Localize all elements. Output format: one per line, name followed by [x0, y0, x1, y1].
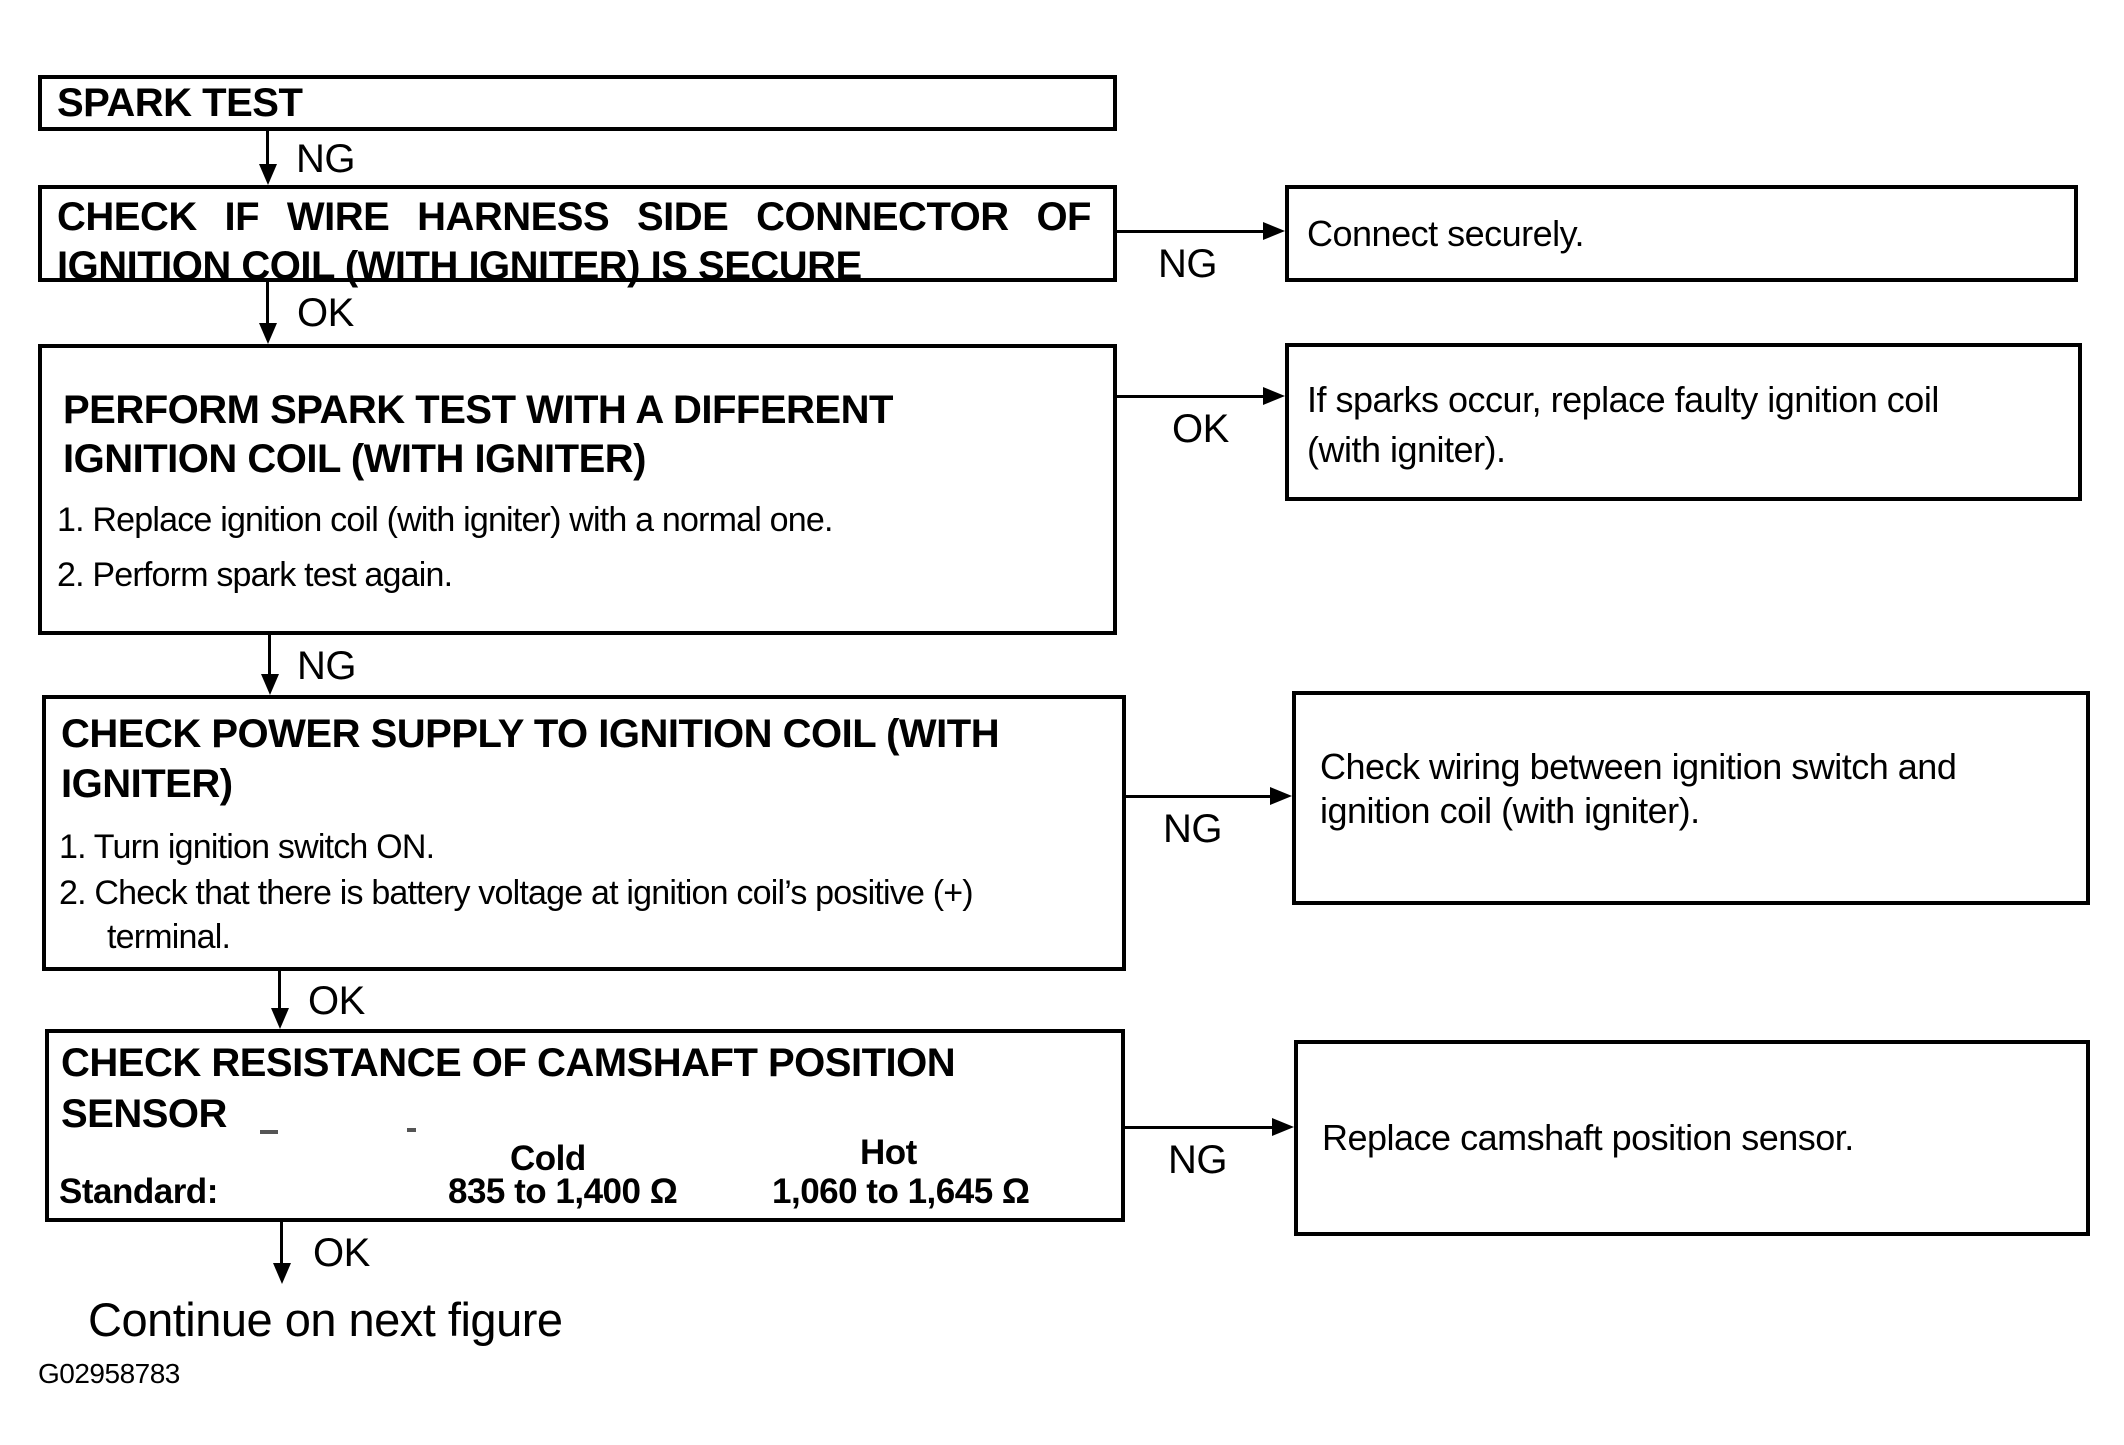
result-text: Replace camshaft position sensor.: [1322, 1117, 1854, 1158]
step-title-line1: CHECK POWER SUPPLY TO IGNITION COIL (WIT…: [61, 712, 1000, 756]
step-instruction: 2. Perform spark test again.: [57, 556, 453, 594]
result-box-replace-faulty-coil: If sparks occur, replace faulty ignition…: [1285, 343, 2082, 501]
step-title-line2: IGNITION COIL (WITH IGNITER): [63, 437, 646, 481]
arrow-perform-to-result: [1117, 395, 1263, 398]
arrow-power-to-resistance: [278, 971, 281, 1009]
arrowhead-down-icon: [259, 323, 277, 344]
step-box-check-connector: CHECK IF WIRE HARNESS SIDE CONNECTOR OF …: [38, 185, 1117, 288]
arrow-connector-to-perform: [266, 282, 269, 324]
step-title-line1: CHECK RESISTANCE OF CAMSHAFT POSITION: [61, 1041, 956, 1085]
step-title-line2: IGNITION COIL (WITH IGNITER) IS SECURE: [57, 244, 862, 288]
edge-label-ok: OK: [308, 979, 365, 1023]
result-text-line1: If sparks occur, replace faulty ignition…: [1307, 379, 1939, 420]
figure-code: G02958783: [38, 1358, 180, 1389]
result-text-line2: ignition coil (with igniter).: [1320, 790, 1700, 831]
result-box-replace-sensor: Replace camshaft position sensor.: [1294, 1040, 2090, 1236]
step-instruction: 2. Check that there is battery voltage a…: [59, 874, 974, 912]
edge-label-ok: OK: [297, 291, 354, 335]
column-header-hot: Hot: [860, 1133, 917, 1172]
edge-label-ng: NG: [1158, 242, 1218, 286]
arrow-resistance-to-continue: [280, 1222, 283, 1264]
arrowhead-down-icon: [261, 674, 279, 695]
result-text-line1: Check wiring between ignition switch and: [1320, 746, 1957, 787]
step-title-line1: PERFORM SPARK TEST WITH A DIFFERENT: [63, 388, 893, 432]
cold-resistance-value: 835 to 1,400 Ω: [448, 1172, 678, 1211]
arrowhead-down-icon: [273, 1263, 291, 1284]
standard-label: Standard:: [59, 1172, 218, 1211]
step-box-check-power-supply: CHECK POWER SUPPLY TO IGNITION COIL (WIT…: [42, 695, 1126, 971]
arrow-resistance-to-result: [1125, 1126, 1272, 1129]
arrow-perform-to-power: [268, 635, 271, 675]
arrowhead-down-icon: [259, 164, 277, 185]
step-box-perform-spark-test: PERFORM SPARK TEST WITH A DIFFERENT IGNI…: [38, 344, 1117, 635]
arrowhead-right-icon: [1272, 1118, 1294, 1136]
step-box-check-resistance: CHECK RESISTANCE OF CAMSHAFT POSITION SE…: [45, 1029, 1125, 1222]
edge-label-ok: OK: [1172, 407, 1229, 451]
step-title-line2: SENSOR: [61, 1092, 227, 1136]
step-title-line1: CHECK IF WIRE HARNESS SIDE CONNECTOR OF: [57, 195, 1092, 239]
hot-resistance-value: 1,060 to 1,645 Ω: [772, 1172, 1030, 1211]
step-title: SPARK TEST: [57, 80, 303, 125]
arrowhead-right-icon: [1263, 222, 1285, 240]
edge-label-ok: OK: [313, 1231, 370, 1275]
arrow-spark-to-connector: [266, 131, 269, 167]
arrow-connector-to-result: [1117, 230, 1263, 233]
edge-label-ng: NG: [297, 644, 357, 688]
step-instruction: 1. Turn ignition switch ON.: [59, 828, 435, 866]
erased-text-artifact-dash: [260, 1130, 278, 1134]
edge-label-ng: NG: [296, 137, 356, 181]
step-instruction: 1. Replace ignition coil (with igniter) …: [57, 501, 833, 539]
arrow-power-to-result: [1126, 795, 1270, 798]
arrowhead-down-icon: [271, 1008, 289, 1029]
result-box-connect-securely: Connect securely.: [1285, 185, 2078, 282]
step-box-spark-test: SPARK TEST: [38, 75, 1117, 131]
arrowhead-right-icon: [1263, 387, 1285, 405]
edge-label-ng: NG: [1168, 1138, 1228, 1182]
result-box-check-wiring: Check wiring between ignition switch and…: [1292, 691, 2090, 905]
result-text: Connect securely.: [1307, 212, 1584, 254]
arrowhead-right-icon: [1270, 787, 1292, 805]
erased-text-artifact-dash: [407, 1128, 416, 1132]
step-title-line2: IGNITER): [61, 762, 233, 806]
continue-note: Continue on next figure: [88, 1293, 563, 1346]
edge-label-ng: NG: [1163, 807, 1223, 851]
step-instruction-continued: terminal.: [107, 918, 231, 956]
column-header-cold: Cold: [510, 1139, 586, 1178]
result-text-line2: (with igniter).: [1307, 429, 1506, 470]
